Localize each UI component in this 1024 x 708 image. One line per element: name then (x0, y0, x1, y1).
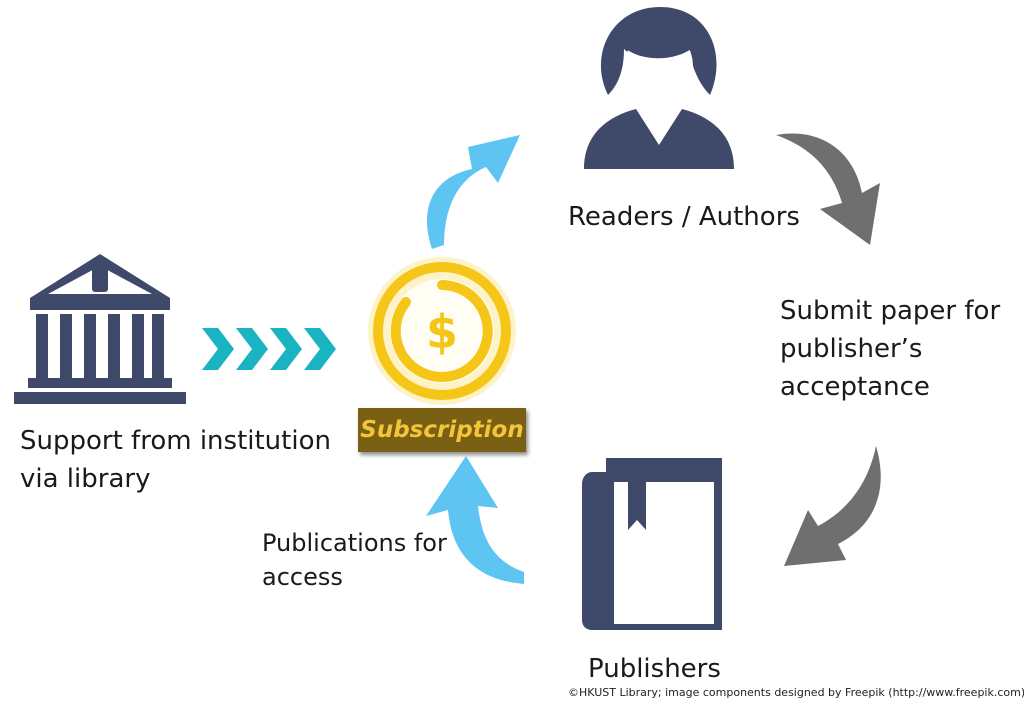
arrow-down-right-icon (776, 133, 880, 245)
subscription-badge: Subscription (358, 408, 526, 452)
book-icon (582, 458, 722, 630)
dollar-coin-icon: $ (368, 257, 516, 405)
publications-access-label: Publications for access (262, 529, 447, 591)
arrow-up-right-icon (426, 135, 520, 249)
readers-authors-label: Readers / Authors (568, 202, 800, 232)
bank-building-icon (14, 254, 186, 404)
svg-text:$: $ (426, 305, 458, 359)
publishers-label: Publishers (588, 654, 721, 684)
arrow-down-left-icon (784, 446, 881, 566)
subscription-label: Subscription (360, 417, 524, 443)
submit-paper-label: Submit paper for publisher’s acceptance (780, 296, 1001, 402)
arrow-up-left-icon (426, 456, 524, 584)
image-credit: ©HKUST Library; image components designe… (568, 686, 1024, 699)
chevron-arrows-icon (202, 328, 336, 370)
institution-support-label: Support from institution via library (20, 426, 331, 494)
person-icon (584, 7, 734, 169)
